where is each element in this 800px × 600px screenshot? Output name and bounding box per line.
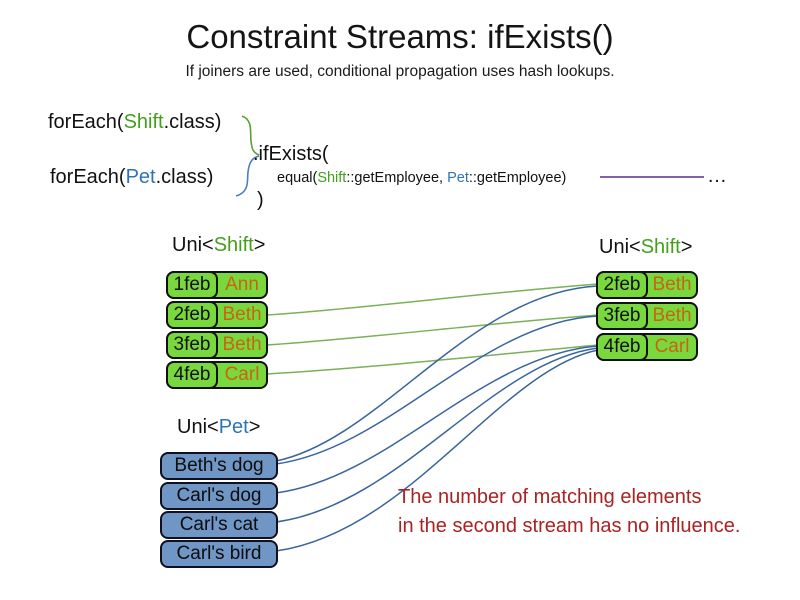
shift-match-line-2feb [266, 283, 599, 316]
shift-date-cell: 3feb [166, 331, 218, 359]
shift-match-line-4feb [266, 344, 599, 375]
left-shift-row-2feb: 2feb Beth [166, 301, 268, 329]
shift-date-cell: 4feb [166, 361, 218, 389]
shift-employee-cell: Beth [652, 305, 692, 326]
left-uni-shift-label: Uni<Shift> [172, 234, 266, 256]
shift-class-token: Shift [123, 111, 164, 133]
brace-upper-green [241, 115, 260, 156]
code-close-paren: ) [257, 189, 264, 211]
code-ifexists: .ifExists( [253, 143, 329, 165]
code-text: equal( [277, 170, 318, 186]
shift-date-cell: 2feb [596, 271, 648, 299]
pet-box-beths-dog: Beth's dog [160, 452, 278, 480]
left-shift-row-1feb: 1feb Ann [166, 271, 268, 299]
shift-date-cell: 4feb [596, 333, 648, 361]
ellipsis-text: … [707, 165, 729, 187]
right-shift-row-2feb: 2feb Beth [596, 271, 698, 299]
uni-pet-label: Uni<Pet> [177, 416, 261, 438]
page-title: Constraint Streams: ifExists() [186, 18, 614, 55]
pet-match-line-bethsdog-2feb [275, 285, 599, 462]
pet-box-carls-dog: Carl's dog [160, 482, 278, 510]
shift-employee-cell: Carl [654, 336, 690, 357]
page-subtitle: If joiners are used, conditional propaga… [185, 63, 615, 80]
code-text: forEach( [50, 166, 126, 188]
code-text: ::getEmployee, [346, 170, 448, 186]
shift-date-cell: 3feb [596, 302, 648, 330]
pet-box-carls-cat: Carl's cat [160, 511, 278, 539]
code-foreach-pet: forEach(Pet.class) [50, 166, 213, 189]
code-text: forEach( [48, 111, 124, 133]
pet-match-line-carlscat-4feb [275, 347, 599, 523]
right-uni-shift-label: Uni<Shift> [599, 236, 693, 258]
pet-box-carls-bird: Carl's bird [160, 540, 278, 568]
left-shift-row-3feb: 3feb Beth [166, 331, 268, 359]
code-equal-joiner: equal(Shift::getEmployee, Pet::getEmploy… [277, 170, 566, 186]
pet-match-line-bethsdog-3feb [275, 315, 599, 465]
left-shift-row-4feb: 4feb Carl [166, 361, 268, 389]
right-shift-row-3feb: 3feb Beth [596, 302, 698, 330]
note-line-1: The number of matching elements [398, 486, 702, 508]
code-text: .class) [163, 111, 222, 133]
code-foreach-shift: forEach(Shift.class) [48, 111, 221, 134]
pet-class-token: Pet [125, 166, 156, 188]
note-text: The number of matching elements in the s… [398, 483, 740, 541]
shift-date-cell: 2feb [166, 301, 218, 329]
shift-class-token: Shift [317, 170, 347, 186]
code-text: ::getEmployee) [468, 170, 567, 186]
note-line-2: in the second stream has no influence. [398, 515, 741, 537]
right-shift-row-4feb: 4feb Carl [596, 333, 698, 361]
code-text: .class) [155, 166, 214, 188]
shift-employee-cell: Beth [652, 274, 692, 295]
shift-employee-cell: Beth [222, 334, 262, 355]
pet-match-line-carlsbird-4feb [275, 349, 599, 552]
shift-date-cell: 1feb [166, 271, 218, 299]
shift-match-line-3feb [266, 314, 599, 346]
pet-match-line-carlsdog-4feb [275, 345, 599, 494]
pet-class-token: Pet [447, 170, 469, 186]
shift-employee-cell: Beth [222, 304, 262, 325]
shift-employee-cell: Ann [225, 274, 259, 295]
shift-employee-cell: Carl [224, 364, 260, 385]
brace-lower-blue [235, 155, 260, 197]
